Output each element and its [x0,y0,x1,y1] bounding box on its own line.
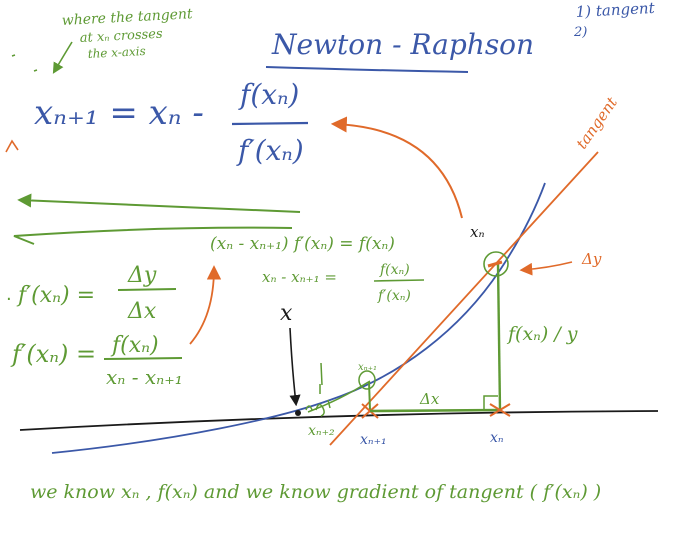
x-n-point-mark [487,260,503,268]
x-n-point-circle [483,251,509,277]
delta-y-label: Δy [581,250,602,268]
rearranged-1: (xₙ - xₙ₊₁) f′(xₙ) = f(xₙ) [210,234,395,254]
tangent-label: tangent [573,93,622,152]
note-line-2: at xₙ crosses [79,27,163,46]
formula-numerator: f(xₙ) [238,78,299,111]
note-arrow [52,41,73,74]
rearranged-2-num: f(xₙ) [379,262,410,278]
slope-sub-num: f(xₙ) [110,333,159,358]
x-n-plus-1-circle [358,370,376,390]
x-n-plus-1-small-label: xₙ₊₁ [358,362,377,373]
bottom-note: we know xₙ , f(xₙ) and we know gradient … [30,481,601,503]
rearranged-2-bar [373,279,425,282]
corner-note-2: 2) [573,25,587,40]
x-axis [19,410,659,431]
delta-y-arrow [519,261,573,276]
root-point [295,410,301,416]
derivation-up-arrow [189,265,222,345]
derivation-to-formula-arrow [330,116,463,219]
x-n-plus-2-marks [305,362,331,417]
x-n-plus-1-label: xₙ₊₁ [360,432,387,448]
title-underline [265,66,469,73]
f-xn-y-label: f(xₙ) / y [506,323,578,345]
slope-sub-den: xₙ - xₙ₊₁ [106,365,183,389]
green-long-arrow [17,193,301,213]
corner-note-1: 1) tangent [575,0,656,21]
note-line-1: where the tangent [61,6,193,29]
x-n-cross [489,403,511,417]
slope-sub-bar [103,357,183,360]
slope-def-lhs: f′(xₙ) = [16,283,95,308]
x-n-point-label: xₙ [470,223,485,241]
slope-def-num: Δy [127,263,157,288]
formula-left-mark [5,139,19,153]
secondary-tangent [307,380,371,413]
tangent-line [329,151,599,446]
root-label: x [280,301,293,326]
formula-denominator: f′(xₙ) [236,134,304,167]
note-line-3: the x-axis [87,44,146,61]
x-n-plus-2-label: xₙ₊₂ [308,423,335,439]
x-n-vertical [496,263,502,411]
formula-fraction-bar [231,121,309,126]
page-title: Newton - Raphson [271,28,534,61]
slope-def-den: Δx [127,299,157,324]
function-curve [51,182,546,454]
slope-def-dot: . [6,284,12,305]
slope-sub-lhs: f′(xₙ) = [10,340,96,368]
slope-def-bar [117,288,177,291]
rearranged-2-den: f′(xₙ) [377,288,411,304]
rearranged-2-lhs: xₙ - xₙ₊₁ = [262,268,337,286]
x-n-plus-1-vertical [368,381,371,411]
delta-x-label: Δx [419,390,440,408]
note-tick-mark [11,54,38,72]
formula-lhs: xₙ₊₁ = xₙ - [34,93,204,133]
root-arrow [289,327,301,407]
delta-x-segment [369,408,501,413]
green-bracket-line [13,226,293,245]
x-n-axis-label: xₙ [490,430,504,446]
right-angle-mark [483,395,498,410]
